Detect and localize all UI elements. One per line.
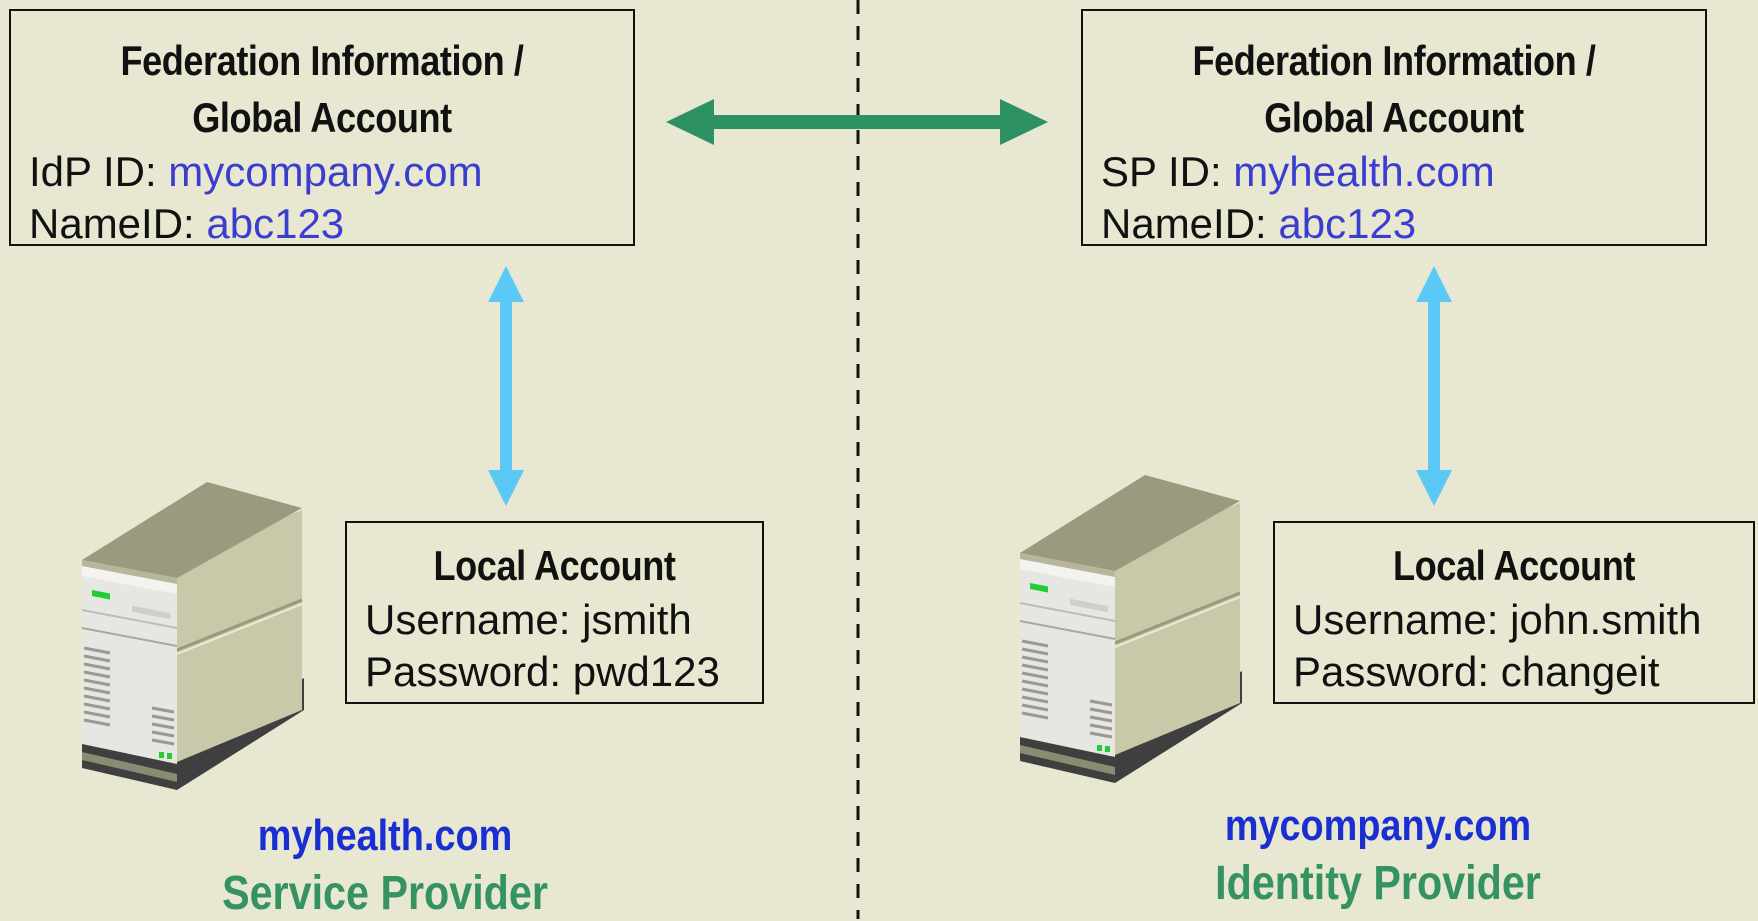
- local-account-title: Local Account: [1393, 542, 1635, 589]
- left-role-name: Service Provider: [222, 867, 548, 920]
- federation-title-line2: Global Account: [192, 94, 452, 141]
- federation-title-line1: Federation Information /: [120, 37, 524, 84]
- right-role-name: Identity Provider: [1215, 857, 1541, 910]
- left-federation-box: Federation Information / Global Account …: [9, 9, 635, 247]
- nameid-label: NameID:: [1101, 200, 1279, 247]
- double-arrow-vertical-icon: [488, 266, 524, 506]
- password-line: Password: pwd123: [365, 648, 720, 695]
- nameid-row: NameID: abc123: [1083, 198, 1705, 250]
- federation-title-line1: Federation Information /: [1192, 37, 1596, 84]
- sp-id-value: myhealth.com: [1233, 148, 1495, 195]
- server-tower-icon: [1018, 473, 1244, 785]
- right-local-account-box: Local Account Username: john.smith Passw…: [1273, 521, 1755, 704]
- double-arrow-vertical-icon: [1416, 266, 1452, 506]
- left-site-name: myhealth.com: [257, 811, 513, 860]
- nameid-value: abc123: [206, 200, 345, 247]
- right-site-name: mycompany.com: [1224, 801, 1532, 850]
- federation-title-line2: Global Account: [1264, 94, 1524, 141]
- nameid-row: NameID: abc123: [11, 198, 633, 250]
- username-line: Username: jsmith: [365, 596, 692, 643]
- username-line: Username: john.smith: [1293, 596, 1702, 643]
- idp-id-value: mycompany.com: [168, 148, 483, 195]
- left-local-account-box: Local Account Username: jsmith Password:…: [345, 521, 764, 704]
- sp-id-label: SP ID:: [1101, 148, 1234, 195]
- local-account-title: Local Account: [433, 542, 676, 589]
- sp-id-row: SP ID: myhealth.com: [1083, 146, 1705, 198]
- idp-id-row: IdP ID: mycompany.com: [11, 146, 633, 198]
- server-tower-icon: [80, 480, 306, 792]
- right-federation-box: Federation Information / Global Account …: [1081, 9, 1707, 247]
- double-arrow-horizontal-icon: [666, 99, 1048, 145]
- idp-id-label: IdP ID:: [29, 148, 169, 195]
- nameid-label: NameID:: [29, 200, 207, 247]
- password-line: Password: changeit: [1293, 648, 1660, 695]
- nameid-value: abc123: [1278, 200, 1417, 247]
